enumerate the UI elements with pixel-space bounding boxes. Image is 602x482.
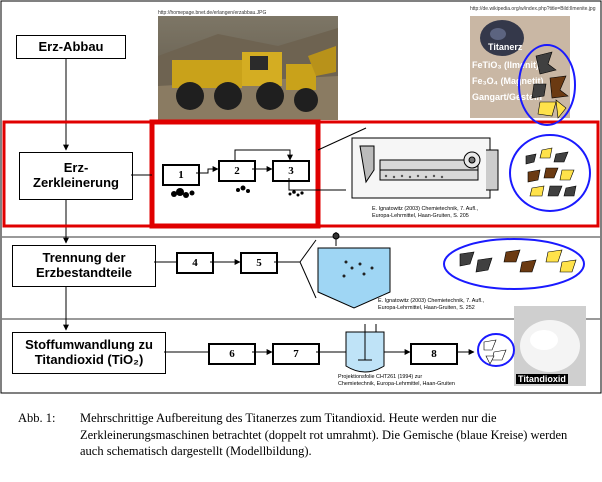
pointer-line [300,240,316,262]
caption-number: Abb. 1: [18,410,56,427]
mixture-circle-product [478,334,514,366]
ore-pile-coarse [171,188,195,198]
mineral-particles-product [484,340,506,364]
ore-pile-medium [236,186,250,194]
highlight-inner-frame [152,122,318,226]
caption-text: Mehrschrittige Aufbereitung des Titanerz… [80,410,590,460]
recycle-arrow [235,150,290,160]
mineral-particles-separated [460,250,576,272]
pointer-line [300,262,316,298]
flow-arrow-1-2b [196,169,218,173]
flow-graphics [0,0,602,395]
mineral-particles-raw [532,52,568,118]
reactor-vessel [346,324,384,372]
ore-pile-fine [289,190,304,196]
diagram-canvas: http://homepage.bnet.de/erlangen/erzabba… [0,0,602,395]
diagram-frame [1,1,601,393]
crusher-schematic [352,138,498,198]
product-arrow [289,178,318,190]
mineral-particles-crushed [526,148,576,196]
highlight-outer-frame [4,122,598,226]
flotation-schematic [318,232,390,308]
